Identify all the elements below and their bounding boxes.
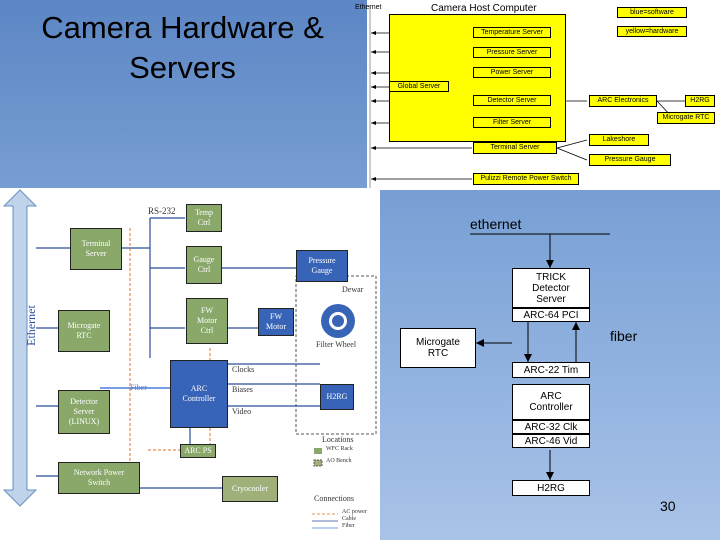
connection-item: Fiber (342, 523, 355, 529)
detector-chain-connectors (470, 233, 610, 480)
fiber-label: fiber (610, 328, 638, 344)
server-box: Filter Server (473, 117, 551, 128)
ethernet-heading: ethernet (470, 216, 522, 232)
connections-title: Connections (314, 494, 354, 503)
connection-item: AC power (342, 509, 367, 515)
slide-title: Camera Hardware & Servers (41, 10, 324, 86)
arc46-vid-box: ARC-46 Vid (512, 434, 590, 448)
clocks-label: Clocks (232, 365, 255, 374)
microgate-rtc-box: Microgate RTC (58, 310, 110, 352)
terminal-server-box: Terminal Server (70, 228, 122, 270)
connection-item: Cable (342, 516, 356, 522)
host-title: Camera Host Computer (431, 3, 537, 14)
server-box: Power Server (473, 67, 551, 78)
terminal-server-box: Terminal Server (473, 142, 557, 154)
page-number: 30 (660, 498, 676, 514)
arc64-pci-box: ARC-64 PCI (512, 308, 590, 322)
gauge-ctrl-box: Gauge Ctrl (186, 246, 222, 284)
rs232-label: RS-232 (148, 206, 176, 216)
detector-server-box: Detector Server (LINUX) (58, 390, 110, 434)
arc-controller-box: ARC Controller (170, 360, 228, 428)
location-item: AO Bench (326, 458, 352, 464)
pulizzi-box: Pulizzi Remote Power Switch (473, 173, 579, 185)
server-box: Temperature Server (473, 27, 551, 38)
server-box: Detector Server (473, 95, 551, 106)
biases-label: Biases (232, 385, 253, 394)
cryocooler-box: Cryocooler (222, 476, 278, 502)
fw-motor-box: FW Motor (258, 308, 294, 336)
arc32-clk-box: ARC-32 Clk (512, 420, 590, 434)
h2rg-box: H2RG (512, 480, 590, 496)
microgate-rtc-box: Microgate RTC (400, 328, 476, 368)
arc-controller-box: ARC Controller (512, 384, 590, 420)
arc22-tim-box: ARC-22 Tim (512, 362, 590, 378)
h2rg-box: H2RG (320, 384, 354, 410)
video-label: Video (232, 407, 252, 416)
fiber-label: Fiber (130, 383, 147, 392)
legend-software: blue=software (617, 7, 687, 18)
pressure-gauge-box: Pressure Gauge (296, 250, 348, 282)
system-connectors (2, 189, 377, 529)
filter-wheel-label: Filter Wheel (316, 340, 357, 349)
ethernet-label: Ethernet (355, 4, 382, 11)
locations-title: Locations (322, 435, 354, 444)
host-computer-diagram: Ethernet Camera Host Computer Temperatur… (355, 0, 720, 190)
hardware-box: Pressure Gauge (589, 154, 671, 166)
dewar-label: Dewar (342, 285, 364, 294)
ethernet-vertical-label: Ethernet (23, 305, 38, 346)
host-computer-box-lower (389, 95, 566, 142)
hardware-box: ARC Electronics (589, 95, 657, 107)
arc-ps-box: ARC PS (180, 444, 216, 458)
server-box: Pressure Server (473, 47, 551, 58)
trick-detector-server-box: TRICK Detector Server (512, 268, 590, 308)
hardware-box: Microgate RTC (657, 112, 715, 124)
system-block-diagram: Ethernet RS-232 Temp Ctrl Terminal Serve… (0, 188, 380, 540)
fw-motor-ctrl-box: FW Motor Ctrl (186, 298, 228, 344)
location-item: WFC Rack (326, 446, 353, 452)
legend-hardware: yellow=hardware (617, 26, 687, 37)
server-box: Global Server (389, 81, 449, 92)
network-power-switch-box: Network Power Switch (58, 462, 140, 494)
temp-ctrl-box: Temp Ctrl (186, 204, 222, 232)
hardware-box: Lakeshore (589, 134, 649, 146)
hardware-box: H2RG (685, 95, 715, 107)
